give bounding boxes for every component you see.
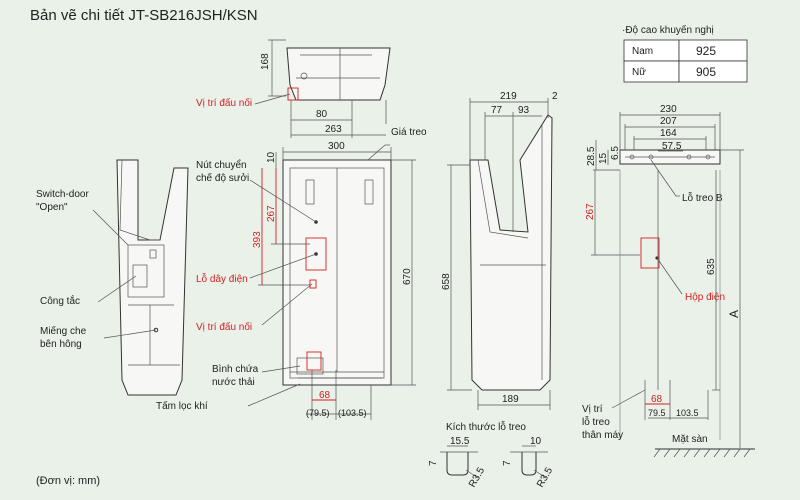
label-water-tank-2: nước thải [212,377,255,388]
label-body-hole-1: Vị trí [582,404,603,415]
dim-189: 189 [502,394,519,405]
label-hanger: Giá treo [391,127,427,138]
label-floor: Mặt sàn [672,434,708,445]
label-air-filter: Tấm lọc khí [156,400,208,412]
dim-635: 635 [706,258,717,275]
row-label-male: Nam [632,46,653,57]
label-hole-b: Lỗ treo B [682,191,723,204]
label-body-hole-3: thân máy [582,430,623,441]
label-junction-box: Hộp điện [685,292,725,303]
drawing-title: Bản vẽ chi tiết JT-SB216JSH/KSN [30,7,258,24]
dim-hole-r3-5a: R3.5 [467,465,487,489]
dim-219: 219 [500,91,517,102]
dim-267-front: 267 [266,205,277,222]
dim-670: 670 [402,268,413,285]
dim-15: 15 [598,152,609,164]
label-side-cover-2: bên hông [40,339,82,350]
label-connection-bottom: Vị trí đấu nối [196,321,252,333]
dim-267-wall: 267 [585,203,596,220]
hole-size-details: Kích thước lỗ treo 15.5 7 R3.5 10 7 R3.5 [428,420,555,490]
label-body-hole-2: lỗ treo [582,415,610,428]
right-view-outline [469,114,553,391]
label-power-hole: Lỗ dây điện [196,272,248,285]
dim-207: 207 [660,116,677,127]
recommended-height-table: ·Độ cao khuyến nghị Nam 925 Nữ 905 [622,24,748,83]
dim-hole-r3-5b: R3.5 [535,465,555,489]
dim-57-5: 57.5 [662,141,682,152]
dim-230: 230 [660,104,677,115]
right-side-view: 219 2 77 93 658 189 [441,91,558,410]
label-side-cover-1: Miếng che [40,325,87,337]
left-view-outline [116,159,189,396]
dim-300: 300 [328,141,345,152]
dim-hole-15-5: 15.5 [450,436,470,447]
table-cell [678,60,748,83]
junction-box-mark [640,237,660,269]
left-side-view: Switch-door "Open" Công tắc Miếng che bê… [36,159,189,396]
dim-393: 393 [252,231,263,248]
top-view: 168 80 263 Vị trí đấu nối [196,39,391,138]
dim-hole-7b: 7 [502,460,513,466]
label-connection-top: Vị trí đấu nối [196,97,252,109]
row-value-female: 905 [696,65,716,79]
label-hole-size: Kích thước lỗ treo [446,420,526,433]
dim-10: 10 [266,151,277,163]
dim-68-front: 68 [319,390,331,401]
dim-103-5-front: (103.5) [338,408,367,418]
row-label-female: Nữ [632,67,646,78]
front-view: 300 10 267 393 670 68 (79.5) (103.5) Giá… [156,127,427,420]
label-mode-switch-1: Nút chuyển [196,159,247,171]
label-switch: Công tắc [40,294,80,307]
row-value-male: 925 [696,44,716,58]
dim-77: 77 [491,105,503,116]
dim-164: 164 [660,128,677,139]
label-switch-door-2: "Open" [36,202,68,213]
label-height-a: A [727,310,741,318]
dim-hole-10: 10 [530,436,542,447]
dim-68-wall: 68 [651,394,663,405]
unit-note: (Đơn vị: mm) [36,475,100,487]
wall-mount-view: 230 207 164 57.5 28.5 15 6.5 Lỗ treo B 2… [582,104,755,458]
dim-2: 2 [552,91,558,102]
dim-hole-7a: 7 [428,460,439,466]
dim-658: 658 [441,273,452,290]
label-water-tank-1: Bình chứa [212,364,259,375]
top-view-outline [286,47,391,101]
dim-79-5-wall: 79.5 [648,408,666,418]
dim-28-5: 28.5 [586,146,597,166]
label-switch-door-1: Switch-door [36,189,89,200]
dim-168: 168 [260,53,271,70]
dim-93: 93 [518,105,530,116]
dim-263: 263 [325,124,342,135]
dim-79-5-front: (79.5) [306,408,330,418]
dim-6-5: 6.5 [610,146,621,160]
dim-103-5-wall: 103.5 [676,408,699,418]
height-table-header: ·Độ cao khuyến nghị [622,24,714,36]
dim-80: 80 [316,109,328,120]
label-mode-switch-2: chế độ sưởi [196,172,249,184]
